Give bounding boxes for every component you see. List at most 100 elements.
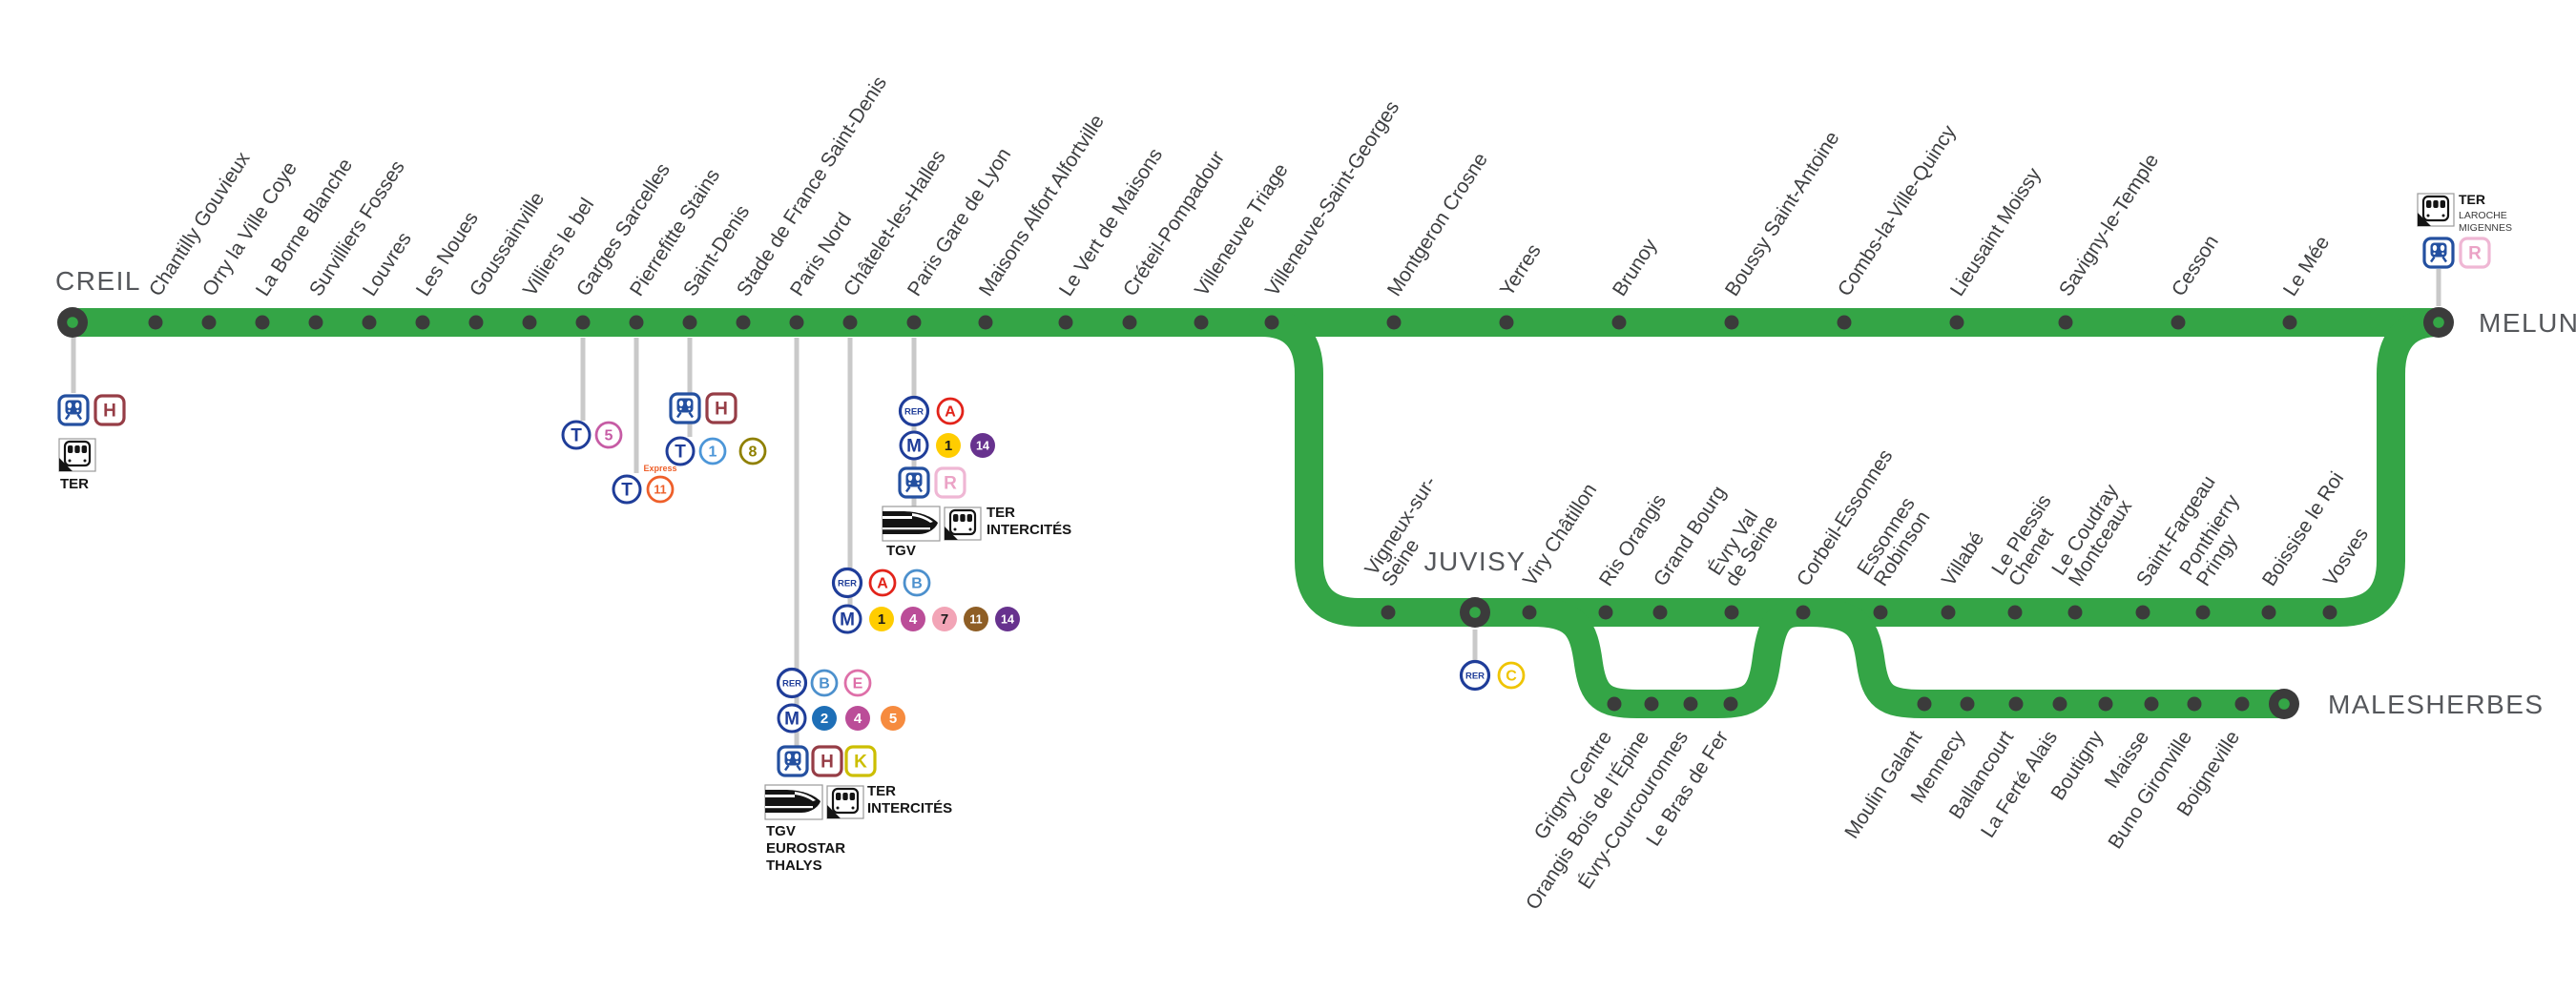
station-label: Savigny-le-Temple	[2055, 150, 2163, 300]
station-dot	[255, 315, 270, 330]
line-number: E	[853, 676, 863, 692]
station-dot	[1960, 696, 1975, 712]
station-label: Chantilly Gouvieux	[145, 148, 255, 300]
ter-train-body	[948, 508, 977, 536]
station-label: Survilliers Fosses	[305, 156, 409, 300]
train-window	[915, 474, 921, 482]
line-number: 11	[654, 484, 666, 497]
ter-train-window	[842, 793, 848, 800]
station-dot	[522, 315, 537, 330]
line-letter: R	[2468, 244, 2482, 264]
station-dot	[2135, 605, 2150, 620]
line-number: 4	[854, 711, 862, 727]
station-dot	[201, 315, 217, 330]
terminal-creil: CREIL	[55, 266, 141, 338]
station-label: Villabé	[1938, 528, 1988, 590]
tram-logo-icon: T	[665, 436, 696, 466]
train-rails	[2430, 256, 2447, 263]
tgv-stripe	[765, 806, 813, 809]
terminal-label: CREIL	[55, 266, 141, 296]
train-glyph	[65, 400, 82, 415]
station-dot	[1607, 696, 1622, 712]
station-dot	[2058, 315, 2073, 330]
ter-train-body	[63, 440, 92, 467]
station-dot	[1873, 605, 1888, 620]
train-window	[786, 753, 792, 760]
tgv-window-band	[883, 516, 912, 519]
station-group: Combs-la-Ville-Quincy	[1834, 121, 1961, 330]
tgv-windshield	[795, 792, 816, 801]
rer-logo-icon: RER	[776, 667, 808, 699]
line-A-badge: A	[868, 568, 897, 597]
caption-ter: TER	[2459, 192, 2485, 207]
line-number: 1	[709, 444, 717, 461]
station-dot	[2282, 315, 2297, 330]
tgv-pictogram-icon	[764, 784, 823, 820]
station-dot	[148, 315, 163, 330]
mode-letter: M	[784, 710, 800, 730]
line-1-badge: 1	[869, 607, 894, 631]
station-dot	[736, 315, 751, 330]
ter-train-light	[851, 806, 855, 810]
ter-train-window	[74, 445, 80, 453]
terminal-juvisy: JUVISY	[1423, 547, 1525, 628]
line-H-badge: H	[811, 745, 843, 777]
line-A-badge: A	[936, 397, 965, 425]
station-dot	[2187, 696, 2202, 712]
tgv-windshield	[912, 513, 933, 523]
ter-train-light	[968, 527, 972, 531]
line-B-badge: B	[903, 568, 931, 597]
station-dot	[2008, 696, 2024, 712]
caption-tgv: TGV	[766, 823, 796, 839]
train-light	[679, 407, 682, 410]
train-rails	[65, 413, 82, 421]
caption-eurostar: EUROSTAR	[766, 840, 845, 857]
train-light	[688, 407, 691, 410]
line-number: 4	[909, 611, 918, 628]
train-light	[787, 760, 790, 763]
ter-train-window	[836, 793, 841, 800]
caption-ter: TER	[987, 505, 1015, 521]
station-dot	[1499, 315, 1514, 330]
station-group: Boussy Saint-Antoine	[1721, 128, 1844, 330]
line-R-badge: R	[2459, 237, 2491, 269]
line-5-badge: 5	[594, 421, 623, 449]
terminal-dot-center	[67, 317, 78, 328]
tgv-pictogram-icon	[882, 506, 941, 542]
caption-intercit-s: INTERCITÉS	[987, 522, 1071, 538]
caption-intercit-s: INTERCITÉS	[867, 800, 952, 816]
terminal-label: MELUN	[2479, 308, 2576, 338]
ter-train-light	[68, 459, 72, 463]
line-1-badge: 1	[936, 433, 961, 458]
line-letter: H	[821, 753, 834, 773]
train-window	[67, 402, 73, 409]
station-dot	[2195, 605, 2211, 620]
train-light	[796, 760, 799, 763]
caption-ter: TER	[867, 783, 896, 799]
train-light	[2441, 252, 2444, 255]
train-glyph	[2430, 242, 2447, 258]
station-group: Lieusaint Moissy	[1946, 164, 2046, 330]
mode-letter: M	[906, 437, 922, 457]
station-dot	[1386, 315, 1402, 330]
station-label: EssonnesRobinson	[1853, 493, 1936, 589]
caption-migennes: MIGENNES	[2459, 222, 2512, 234]
station-dot	[1683, 696, 1698, 712]
train-window	[907, 474, 913, 482]
station-dot	[1611, 315, 1627, 330]
line-C-badge: C	[1497, 661, 1526, 690]
rer-logo-icon: RER	[831, 567, 863, 599]
station-group: Maisons Alfort Alfortville	[975, 111, 1109, 330]
rer-logo-icon: RER	[898, 395, 930, 427]
station-dot	[1724, 315, 1739, 330]
caption-tgv: TGV	[886, 543, 916, 559]
route-path-malesherbes-branch	[1795, 598, 2298, 718]
ter-pictogram-icon	[826, 785, 864, 819]
caption-text: LAROCHE	[2459, 210, 2507, 221]
tgv-window-band	[765, 795, 795, 797]
station-group: Villeneuve-Saint-Georges	[1261, 97, 1403, 330]
tram-logo-icon: T	[561, 420, 592, 450]
